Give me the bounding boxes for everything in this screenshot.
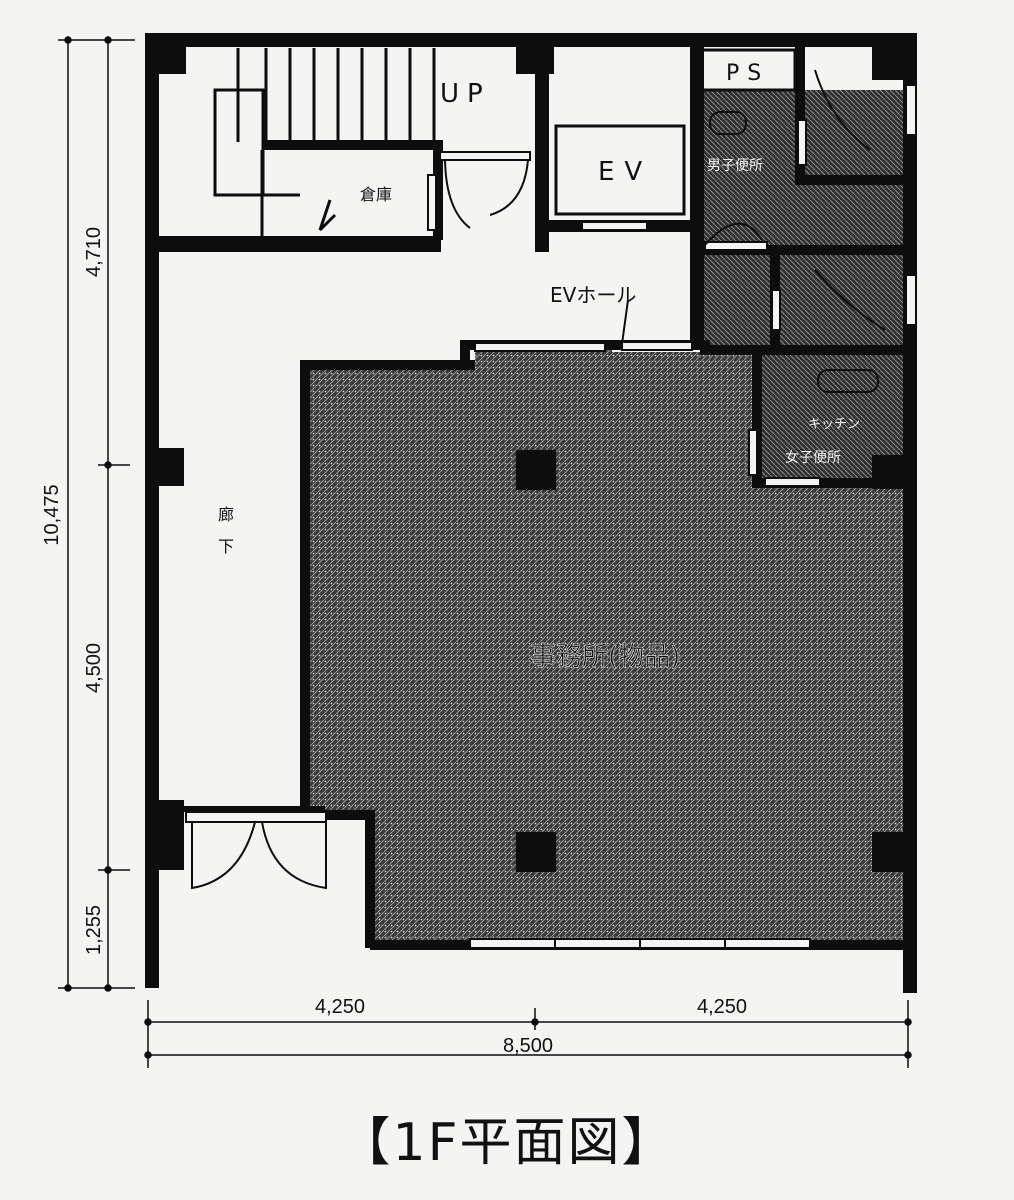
label-mens-wc: 男子便所 [707,158,763,174]
dim-left-bottom: 1,255 [83,905,105,955]
staircase [213,48,436,236]
label-corridor-2: 下 [218,537,234,556]
wc-lower-floor [700,255,908,345]
dim-bottom-left: 4,250 [315,996,365,1018]
label-office: 事務所(物品) [530,642,680,672]
elevator-car [554,124,686,216]
elevator-door [581,221,648,231]
dimension-lines-left [58,36,135,992]
label-ev: EV [598,157,652,187]
dim-left-top: 4,710 [83,227,105,277]
dim-bottom-right: 4,250 [697,996,747,1018]
label-corridor-1: 廊 [218,505,234,524]
label-ev-hall: EVホール [550,283,636,307]
label-ps: PS [726,61,769,86]
dim-left-mid: 4,500 [83,643,105,693]
outer-walls [145,33,917,993]
dim-bottom-total: 8,500 [503,1035,553,1057]
label-storage: 倉庫 [360,185,392,204]
dim-left-total: 10,475 [41,484,63,545]
dimension-lines-bottom [144,1000,912,1068]
label-ladies-wc: 女子便所 [785,449,841,466]
office-floor [305,345,906,944]
label-up: UP [440,79,491,109]
doors [185,69,917,949]
plan-title: 【1F平面図】 [338,1113,676,1173]
floor-plan: UP 倉庫 PS EV 男子便所 EVホール キッチン 女子便所 廊 下 事務所… [41,33,917,1068]
label-kitchen: キッチン [808,417,860,432]
